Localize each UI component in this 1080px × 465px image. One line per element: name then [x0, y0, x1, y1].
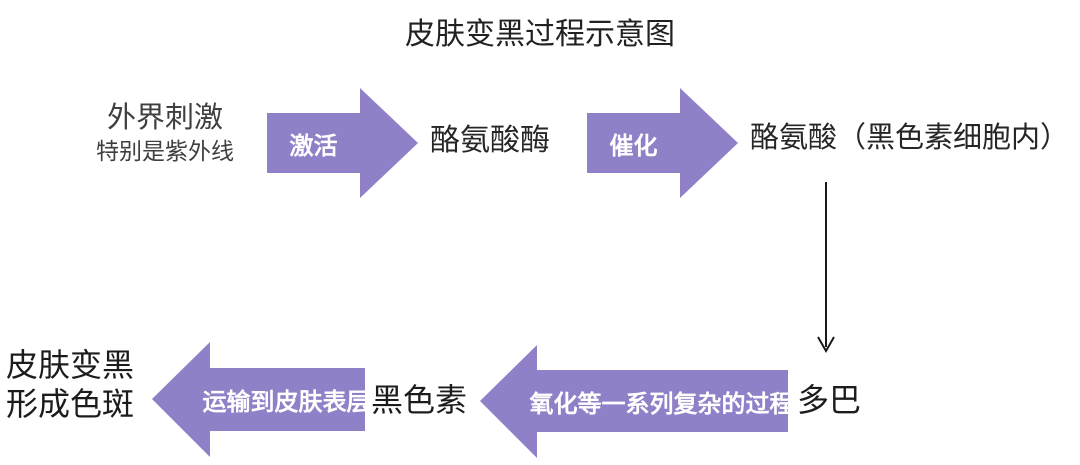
node-tyrosinase: 酪氨酸酶	[430, 124, 550, 157]
result-line1: 皮肤变黑	[6, 347, 135, 383]
diagram-title: 皮肤变黑过程示意图	[405, 18, 675, 51]
stimulus-sub-label: 特别是紫外线	[96, 138, 234, 164]
catalyze-arrow: 催化	[587, 88, 738, 198]
node-melanin: 黑色素	[371, 382, 468, 418]
stimulus-main-label: 外界刺激	[106, 102, 223, 134]
oxidation-arrow-label: 氧化等一系列复杂的过程	[529, 390, 794, 418]
left-arrow-icon	[152, 342, 365, 457]
down-arrow-icon	[817, 182, 835, 353]
right-arrow-icon	[587, 88, 738, 198]
transport-arrow: 运输到皮肤表层	[152, 342, 371, 457]
activate-arrow-label: 激活	[289, 132, 338, 160]
transport-arrow-label: 运输到皮肤表层	[202, 389, 371, 416]
activate-arrow: 激活	[267, 88, 418, 198]
right-arrow-icon	[267, 88, 418, 198]
left-arrow-icon	[480, 345, 788, 458]
result-line2: 形成色斑	[6, 386, 135, 422]
node-tyrosine: 酪氨酸（黑色素细胞内）	[750, 122, 1070, 154]
node-dopa: 多巴	[797, 382, 862, 418]
node-external-stimulus: 外界刺激 特别是紫外线	[85, 100, 245, 165]
node-result: 皮肤变黑 形成色斑	[6, 346, 134, 424]
catalyze-arrow-label: 催化	[609, 132, 658, 160]
oxidation-arrow: 氧化等一系列复杂的过程	[480, 345, 794, 458]
